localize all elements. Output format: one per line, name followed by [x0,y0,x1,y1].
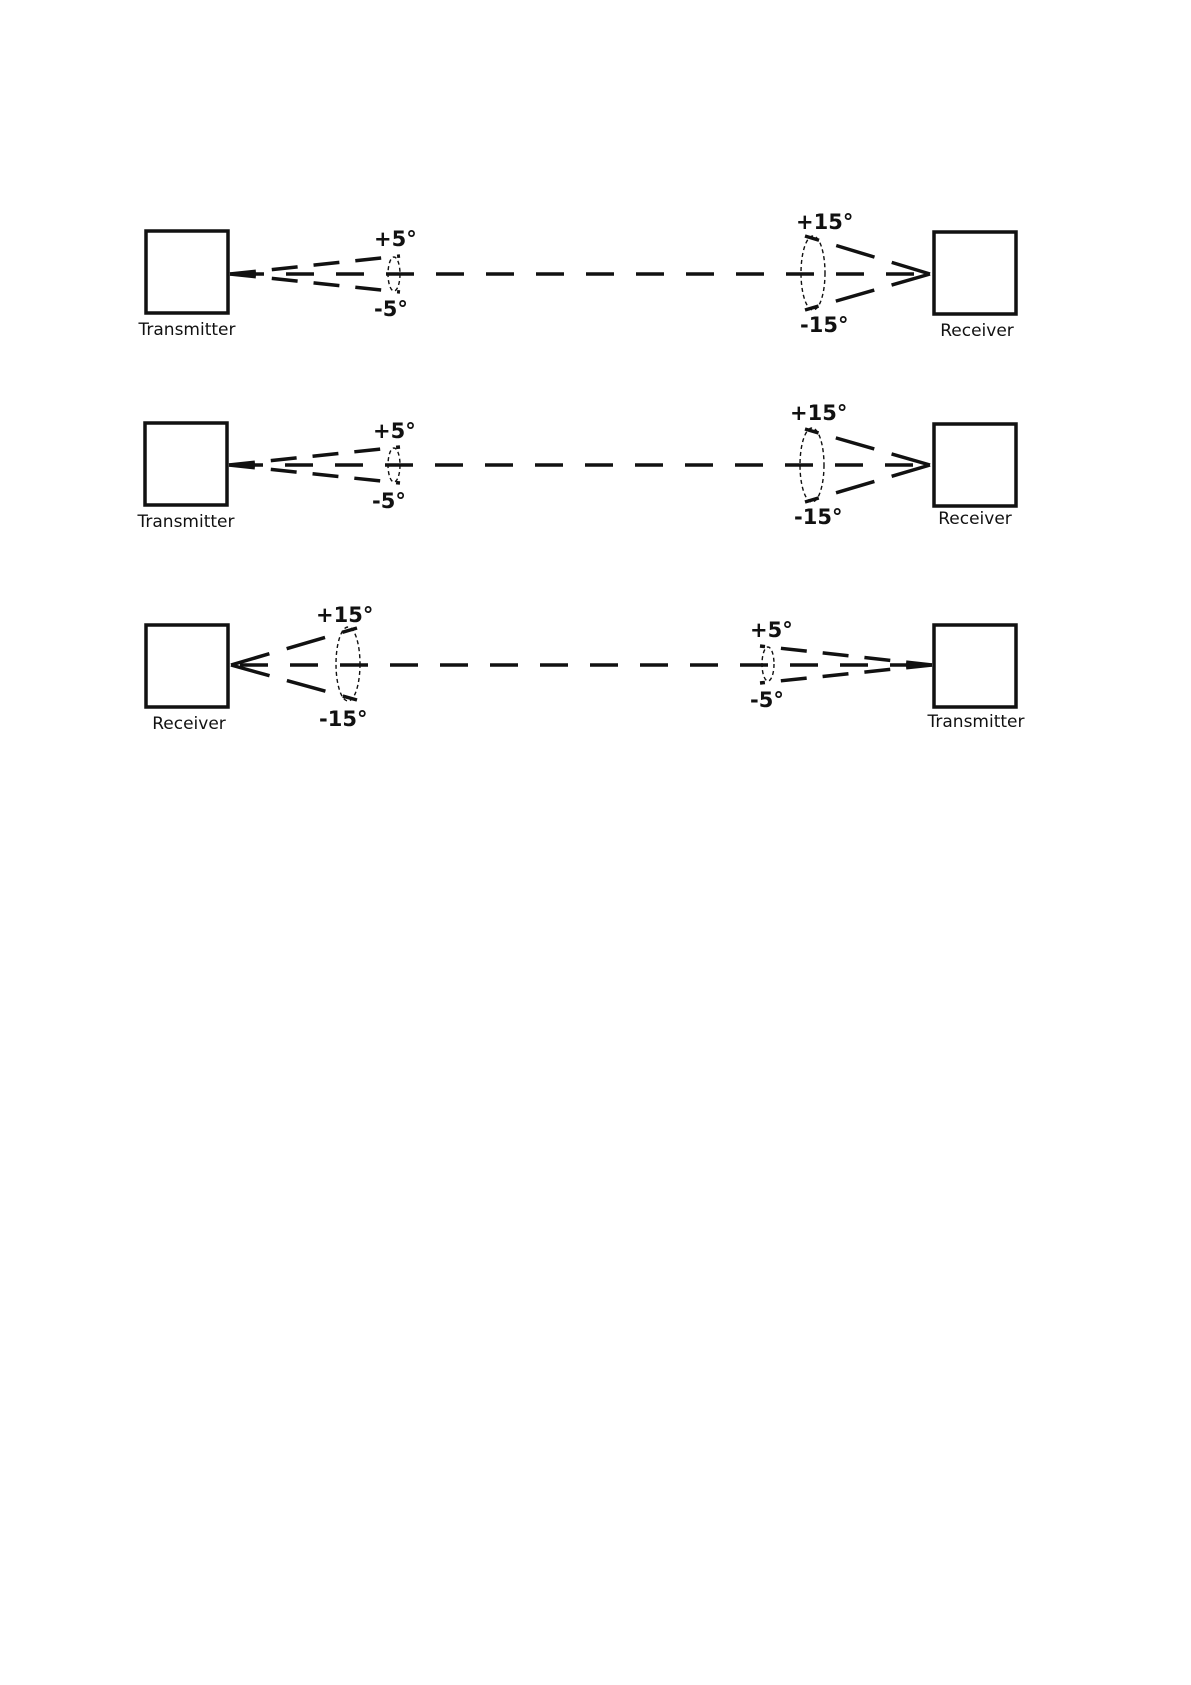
left-angle-minus-label: -5° [374,297,408,321]
cone-lower-edge [230,274,400,292]
row-2: Transmitter Receiver +5° -5° +15° -15° [137,401,1017,532]
transmitter-box [146,231,228,313]
right-device-label: Transmitter [927,712,1025,732]
cone-upper-edge [229,447,400,465]
right-angle-minus-label: -15° [794,505,842,529]
left-angle-plus-label: +5° [373,419,416,443]
cone-lower-edge [805,465,930,502]
right-angle-plus-label: +15° [796,210,853,234]
cone-upper-edge [230,256,400,274]
right-angle-plus-label: +15° [790,401,847,425]
receiver-box [934,424,1016,506]
right-angle-minus-label: -15° [800,313,848,337]
left-device-label: Transmitter [137,512,235,532]
receiver-box [934,232,1016,314]
cone-lower-edge [229,465,400,483]
left-device-label: Receiver [152,714,226,734]
cone-lower-edge [805,274,930,310]
right-device-label: Receiver [940,321,1014,341]
row-3: Receiver Transmitter +15° -15° +5° -5° [146,603,1025,734]
transmitter-box [934,625,1016,707]
left-device-label: Transmitter [138,320,236,340]
row-1: Transmitter Receiver +5° -5° +15° -15° [138,210,1017,341]
right-device-label: Receiver [938,509,1012,529]
receiver-box [146,625,228,707]
left-angle-plus-label: +15° [316,603,373,627]
cone-upper-edge [805,236,930,274]
cone-lower-edge [760,665,932,683]
transmitter-box [145,423,227,505]
left-angle-plus-label: +5° [374,227,417,251]
cone-upper-edge [805,429,930,465]
left-angle-minus-label: -5° [372,489,406,513]
right-angle-plus-label: +5° [750,618,793,642]
left-angle-minus-label: -15° [319,707,367,731]
right-angle-minus-label: -5° [750,688,784,712]
cone-upper-edge [760,646,932,665]
